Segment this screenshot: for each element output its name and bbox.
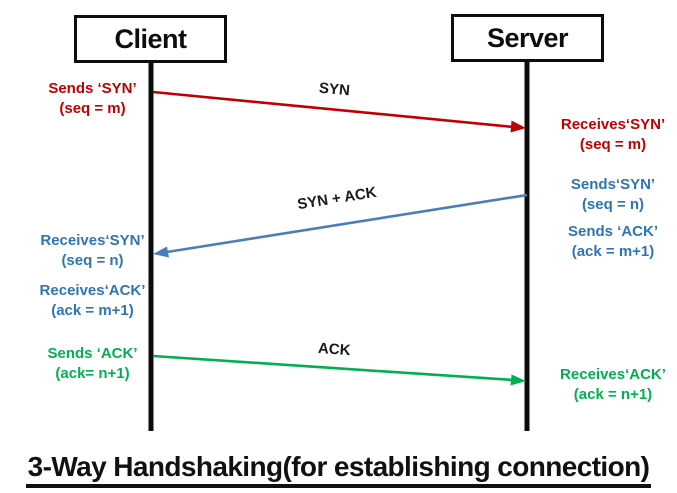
- client-note-receives-ack: Receives‘ACK’ (ack = m+1): [10, 281, 175, 321]
- client-note-sends-syn: Sends ‘SYN’ (seq = m): [10, 79, 175, 119]
- note-detail: (ack= n+1): [55, 365, 130, 382]
- diagram-title-text: 3-Way Handshaking(for establishing conne…: [25, 451, 652, 488]
- note-action: Sends ‘SYN’: [48, 80, 137, 97]
- note-detail: (ack = m+1): [571, 243, 655, 260]
- syn-arrow-line: [152, 90, 515, 129]
- diagram-title: 3-Way Handshaking(for establishing conne…: [0, 451, 677, 488]
- client-note-receives-syn: Receives‘SYN’ (seq = n): [10, 231, 175, 271]
- note-action: Receives‘ACK’: [39, 282, 146, 299]
- note-detail: (ack = m+1): [51, 302, 134, 319]
- note-action: Sends ‘ACK’: [47, 345, 138, 362]
- syn-message-label: SYN: [318, 79, 351, 100]
- note-detail: (seq = n): [61, 252, 124, 269]
- note-action: Sends ‘ACK’: [567, 223, 658, 240]
- client-actor-box: Client: [74, 15, 227, 63]
- note-detail: (ack = n+1): [573, 386, 653, 403]
- server-note-receives-syn: Receives‘SYN’ (seq = m): [548, 115, 677, 155]
- note-action: Receives‘SYN’: [40, 232, 145, 249]
- syn-arrowhead: [510, 120, 526, 133]
- client-note-sends-ack: Sends ‘ACK’ (ack= n+1): [10, 344, 175, 384]
- note-action: Receives‘ACK’: [560, 366, 666, 383]
- syn-ack-arrow-line: [166, 193, 528, 254]
- note-detail: (seq = m): [59, 100, 126, 117]
- syn-ack-arrowhead: [153, 246, 169, 258]
- server-note-receives-ack: Receives‘ACK’ (ack = n+1): [548, 365, 677, 405]
- server-note-sends-syn: Sends‘SYN’ (seq = n): [548, 175, 677, 215]
- note-detail: (seq = m): [579, 136, 647, 153]
- client-actor-label: Client: [114, 23, 187, 54]
- server-actor-box: Server: [451, 14, 604, 62]
- server-actor-label: Server: [486, 22, 569, 53]
- server-note-sends-ack: Sends ‘ACK’ (ack = m+1): [548, 222, 677, 262]
- ack-arrow-line: [152, 354, 514, 382]
- note-action: Receives‘SYN’: [560, 116, 666, 133]
- note-action: Sends‘SYN’: [570, 176, 656, 193]
- ack-message-label: ACK: [317, 339, 352, 360]
- ack-arrowhead: [510, 374, 526, 386]
- note-detail: (seq = n): [581, 196, 645, 213]
